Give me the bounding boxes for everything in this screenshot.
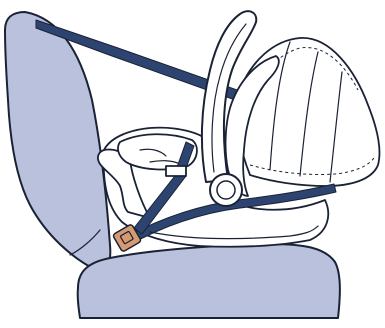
vehicle-seat-cushion	[78, 244, 340, 318]
carrier-canopy	[237, 38, 380, 186]
belt-clip-guide	[166, 166, 186, 176]
vehicle-seat-backrest	[5, 12, 110, 270]
handle-hinge-icon	[210, 174, 242, 206]
